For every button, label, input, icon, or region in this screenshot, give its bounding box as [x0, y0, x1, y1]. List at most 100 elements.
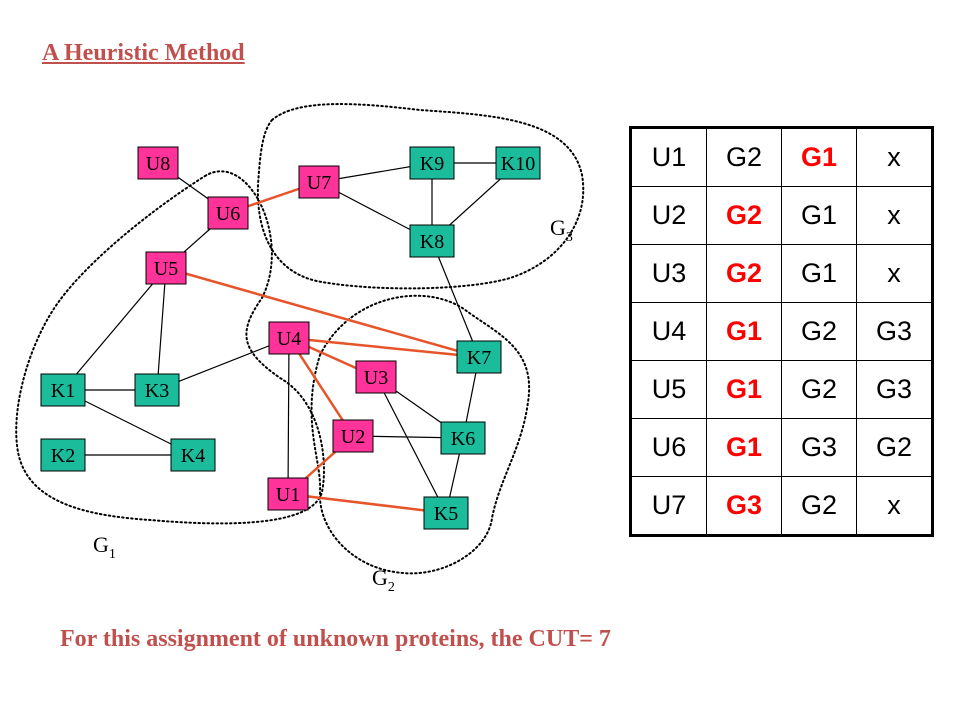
table-cell: U5 [630, 360, 707, 419]
table-cell: U6 [630, 418, 707, 477]
table-cell: G2 [706, 244, 782, 303]
table-cell: G1 [706, 360, 782, 419]
node-box-k5 [423, 496, 469, 530]
node-box-k1 [40, 373, 86, 407]
group-label-g1: G1 [93, 532, 116, 562]
table-cell: G2 [706, 186, 782, 245]
table-cell: U7 [630, 476, 707, 536]
node-box-u3 [355, 360, 397, 394]
group-label-g3: G3 [550, 215, 573, 245]
edge-u5-k3 [156, 267, 167, 391]
node-u1: U1 [267, 477, 309, 511]
table-cell: G1 [706, 418, 782, 477]
node-k8: K8 [409, 224, 455, 258]
table-cell: G3 [856, 302, 933, 361]
node-label-u8: U8 [146, 153, 170, 175]
edge-u3-k5 [375, 376, 447, 514]
node-k6: K6 [440, 421, 486, 455]
table-cell: U3 [630, 244, 707, 303]
node-u7: U7 [298, 165, 340, 199]
node-k4: K4 [170, 438, 216, 472]
node-label-u3: U3 [364, 367, 388, 389]
node-k5: K5 [423, 496, 469, 530]
node-box-u5 [145, 251, 187, 285]
group-g2-boundary [310, 294, 531, 575]
node-label-u6: U6 [216, 203, 240, 225]
node-u8: U8 [137, 146, 179, 180]
node-box-k4 [170, 438, 216, 472]
table-cell: G3 [781, 418, 857, 477]
table-cell: G1 [781, 186, 857, 245]
node-box-u1 [267, 477, 309, 511]
node-box-k7 [456, 340, 502, 374]
node-u4: U4 [268, 321, 310, 355]
table-cell: G2 [781, 360, 857, 419]
node-label-u4: U4 [277, 328, 301, 350]
table-cell: U2 [630, 186, 707, 245]
group-g3-boundary [256, 103, 585, 290]
table-cell: x [856, 476, 933, 536]
node-box-u7 [298, 165, 340, 199]
node-u2: U2 [332, 419, 374, 453]
node-box-k6 [440, 421, 486, 455]
table-cell: G2 [781, 476, 857, 536]
table-cell: G2 [781, 302, 857, 361]
node-box-u6 [207, 196, 249, 230]
table-cell: G1 [706, 302, 782, 361]
node-label-k10: K10 [501, 153, 535, 175]
edge-u4-k7-cut [288, 336, 480, 359]
table-cell: G2 [856, 418, 933, 477]
cut-summary: For this assignment of unknown proteins,… [60, 626, 611, 652]
table-cell: U4 [630, 302, 707, 361]
node-label-k3: K3 [145, 380, 169, 402]
node-k3: K3 [134, 373, 180, 407]
node-u6: U6 [207, 196, 249, 230]
slide-title: A Heuristic Method [42, 40, 245, 66]
node-label-k4: K4 [181, 445, 205, 467]
table-cell: G1 [781, 244, 857, 303]
group-label-g2: G2 [372, 565, 395, 595]
group-g1-boundary [15, 170, 325, 525]
node-label-k2: K2 [51, 445, 75, 467]
node-k1: K1 [40, 373, 86, 407]
table-cell: x [856, 244, 933, 303]
edge-u5-k7-cut [165, 266, 480, 359]
node-label-u7: U7 [307, 172, 331, 194]
node-label-k8: K8 [420, 231, 444, 253]
table-cell: G1 [781, 127, 857, 187]
node-label-u1: U1 [276, 484, 300, 506]
node-label-k1: K1 [51, 380, 75, 402]
node-label-k9: K9 [420, 153, 444, 175]
node-label-k7: K7 [467, 347, 491, 369]
node-box-k10 [495, 146, 541, 180]
node-u5: U5 [145, 251, 187, 285]
edge-u1-k5-cut [287, 492, 447, 515]
table-cell: U1 [630, 127, 707, 187]
node-box-k8 [409, 224, 455, 258]
node-label-u2: U2 [341, 426, 365, 448]
edge-k8-k7 [431, 240, 480, 358]
node-box-u4 [268, 321, 310, 355]
table-cell: G3 [706, 476, 782, 536]
edge-u4-u1 [287, 337, 290, 495]
node-k10: K10 [495, 146, 541, 180]
edge-u5-k1 [62, 267, 167, 391]
node-label-k5: K5 [434, 503, 458, 525]
node-box-k3 [134, 373, 180, 407]
node-label-k6: K6 [451, 428, 475, 450]
node-label-u5: U5 [154, 258, 178, 280]
table-cell: x [856, 127, 933, 187]
node-box-u2 [332, 419, 374, 453]
node-box-k9 [409, 146, 455, 180]
node-u3: U3 [355, 360, 397, 394]
table-cell: G3 [856, 360, 933, 419]
